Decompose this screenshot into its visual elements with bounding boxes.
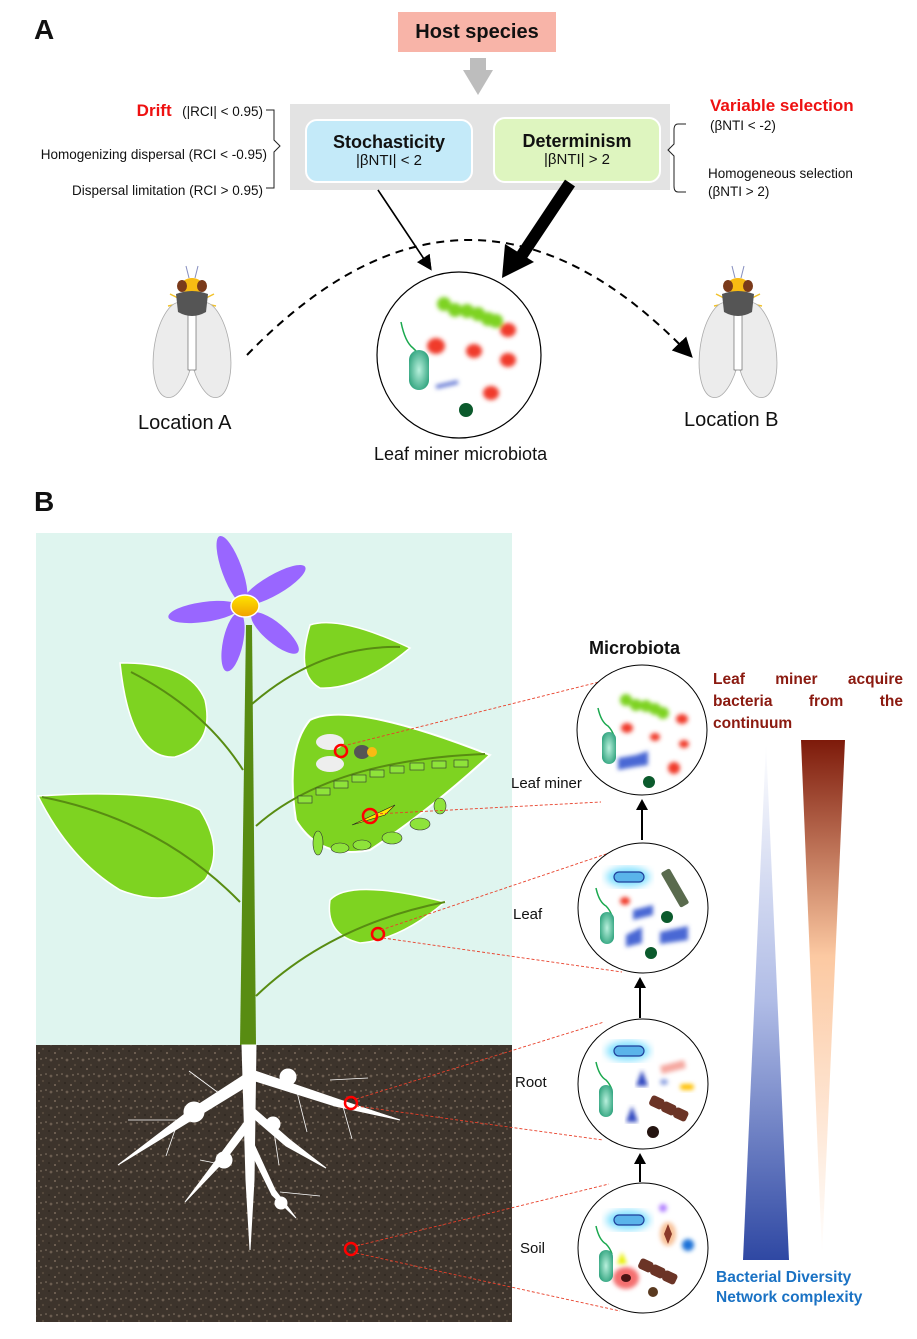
variable-selection-criterion: (βNTI < -2) [710, 118, 776, 133]
stochasticity-criterion: |βNTI| < 2 [355, 152, 423, 169]
bacterial-diversity-label: Bacterial Diversity [716, 1269, 852, 1286]
sample-connector-lines [342, 677, 623, 1312]
drift-criterion: (|RCI| < 0.95) [182, 104, 263, 119]
microbiota-leaf [577, 842, 709, 974]
homogenizing-dispersal-label: Homogenizing dispersal (RCI < -0.95) [40, 147, 267, 162]
migration-dashed-arrow [246, 239, 693, 358]
up-arrow-root-to-leaf [634, 977, 646, 1018]
acquire-bacteria-text: Leaf miner acquire bacteria from the con… [713, 671, 903, 732]
microbiota-root [577, 1018, 709, 1150]
stochasticity-box: Stochasticity |βNTI| < 2 [305, 119, 473, 183]
leaf-lower-left [36, 793, 241, 903]
soil-background [36, 1045, 512, 1322]
stage-label-root: Root [515, 1074, 547, 1091]
left-brace [266, 109, 281, 189]
stage-label-leaf-miner: Leaf miner [511, 775, 582, 792]
determinism-title: Determinism [522, 131, 632, 151]
host-down-arrow [463, 58, 493, 95]
leaf-upper-left [119, 662, 244, 771]
stage-label-soil: Soil [520, 1240, 546, 1257]
determinism-criterion: |βNTI| > 2 [543, 151, 611, 168]
plant-roots [117, 1044, 401, 1251]
leaf-miner-microbiota-caption: Leaf miner microbiota [374, 444, 548, 464]
leaf-upper-right [251, 621, 412, 705]
panel-b-letter: B [34, 486, 55, 517]
stage-label-leaf: Leaf [513, 906, 543, 923]
diversity-gradient-triangle [743, 742, 789, 1260]
sample-markers [333, 743, 386, 1257]
leaf-miner-fly-b-icon [698, 265, 778, 399]
homogeneous-selection-criterion: (βNTI > 2) [708, 184, 770, 199]
leaf-miner-microbiota-circle [376, 271, 542, 439]
microbiota-title: Microbiota [589, 638, 681, 658]
dispersal-limitation-label: Dispersal limitation (RCI > 0.95) [72, 183, 263, 198]
location-a-label: Location A [138, 412, 232, 434]
determinism-box: Determinism |βNTI| > 2 [493, 117, 661, 183]
larva [351, 804, 396, 826]
determinism-arrow [502, 179, 575, 278]
panel-a-letter: A [34, 14, 55, 45]
leaf-small-right [255, 888, 447, 997]
location-b-label: Location B [684, 409, 779, 431]
variable-selection-name: Variable selection [710, 96, 854, 115]
plant-stem [240, 625, 256, 1045]
right-brace [667, 123, 686, 193]
drift-label: Drift (|RCI| < 0.95) [137, 101, 263, 121]
homogeneous-selection-name: Homogeneous selection [708, 166, 853, 181]
flower-icon [168, 535, 306, 672]
acquisition-gradient-triangle [801, 740, 845, 1255]
stochasticity-title: Stochasticity [332, 132, 446, 152]
mined-leaf [255, 713, 492, 856]
drift-name: Drift [136, 101, 172, 120]
leaf-miner-fly-a-icon [152, 265, 232, 399]
microbiota-leaf-miner [576, 664, 708, 796]
up-arrow-soil-to-root [634, 1153, 646, 1182]
microbiota-soil [577, 1182, 709, 1314]
network-complexity-label: Network complexity [716, 1289, 863, 1306]
up-arrow-leaf-to-miner [636, 799, 648, 840]
host-species-box: Host species [398, 12, 556, 52]
